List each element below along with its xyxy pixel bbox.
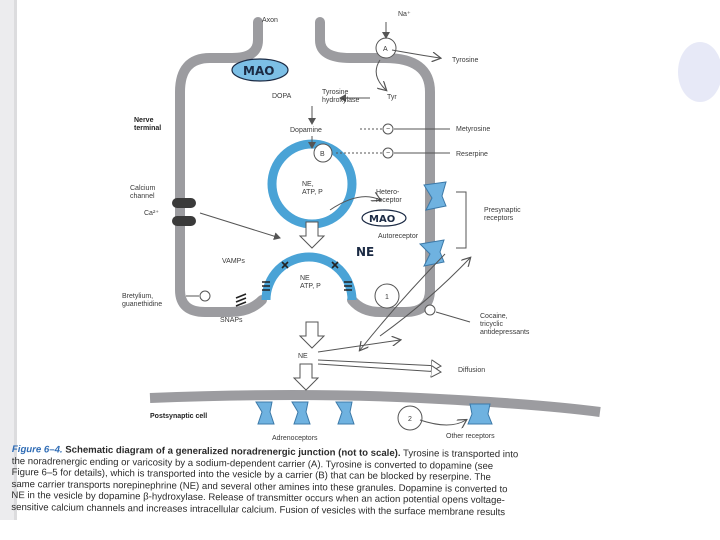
label-ne-atp-p-lower-line: NE: [300, 275, 310, 282]
label-heteroreceptor-line: receptor: [376, 197, 402, 204]
label-tyrosine-hydroxylase-line: hydroxylase: [322, 97, 359, 104]
vamp-snap-marks: [235, 261, 352, 307]
label-reserpine: Reserpine: [456, 151, 488, 158]
label-heteroreceptor: Hetero-receptor: [376, 189, 402, 204]
figure-caption: Figure 6–4. Schematic diagram of a gener…: [11, 444, 680, 525]
label-vamps: VAMPs: [222, 258, 245, 265]
page-left-strip: [0, 0, 14, 520]
label-mao-mid: MAO: [369, 214, 395, 225]
adrenoceptor-group: [255, 401, 355, 425]
label-tyrosine-hydroxylase-line: Tyrosine: [322, 89, 349, 96]
label-dopa: DOPA: [272, 93, 292, 100]
label-ne-atp-p-upper-line: ATP, P: [302, 189, 323, 196]
nerve-terminal-membrane: [175, 17, 267, 317]
caption-figure-label: Figure 6–4.: [11, 444, 63, 456]
label-carrier-1: 1: [385, 294, 389, 301]
reserpine-inhibition-circle: [382, 147, 394, 159]
bretylium-inhibition-circle: [199, 290, 211, 302]
carrier-1-circle: [374, 283, 400, 309]
carrier-b-circle: [313, 143, 333, 163]
label-tyrosine: Tyrosine: [452, 57, 479, 64]
carrier-2-circle: [397, 405, 423, 431]
label-presynaptic-receptors-line: Presynaptic: [484, 207, 521, 214]
label-na-plus: Na⁺: [398, 11, 411, 18]
pathway-arrows: [186, 22, 470, 425]
label-carrier-a: A: [383, 46, 388, 53]
label-adrenoceptors: Adrenoceptors: [272, 435, 318, 442]
label-tyr: Tyr: [387, 94, 397, 101]
label-ne-cleft: NE: [298, 353, 308, 360]
autoreceptor-shape: [418, 239, 445, 267]
label-carrier-b: B: [320, 151, 325, 158]
nerve-terminal-membrane-right: [315, 17, 435, 317]
label-carrier-2: 2: [408, 416, 412, 423]
mao-mid-oval: [361, 209, 407, 227]
label-dopamine: Dopamine: [290, 127, 322, 134]
label-autoreceptor: Autoreceptor: [378, 233, 419, 240]
label-bretylium-line: Bretylium,: [122, 293, 153, 300]
metyrosine-inhibition-circle: [382, 123, 394, 135]
label-presynaptic-receptors-line: receptors: [484, 215, 514, 222]
heteroreceptor-shape: [423, 181, 447, 211]
presynaptic-bracket: [456, 191, 467, 249]
label-heteroreceptor-line: Hetero-: [376, 189, 400, 196]
label-metyrosine: Metyrosine: [456, 126, 490, 133]
label-minus-reserpine: −: [386, 150, 390, 157]
label-cocaine-line: Cocaine,: [480, 313, 508, 320]
label-cocaine-line: antidepressants: [480, 329, 530, 336]
label-diffusion: Diffusion: [458, 367, 485, 374]
label-calcium-channel-line: Calcium: [130, 185, 155, 192]
label-postsynaptic-cell: Postsynaptic cell: [150, 413, 207, 420]
label-bretylium: Bretylium,guanethidine: [122, 293, 162, 308]
page-corner-circle: [678, 42, 720, 102]
label-cocaine-line: tricyclic: [480, 321, 503, 328]
page-left-shadow: [14, 0, 17, 520]
cocaine-inhibition-circle: [424, 304, 436, 316]
label-ca2-plus: Ca²⁺: [144, 210, 159, 217]
block-arrows: [292, 221, 326, 391]
calcium-channel: [172, 198, 196, 226]
caption-line-0: Tyrosine is transported into: [403, 448, 519, 461]
mao-top-oval: [231, 58, 289, 82]
label-ne-atp-p-upper-line: NE,: [302, 181, 314, 188]
other-receptor-shape: [467, 403, 493, 425]
label-minus-metyrosine: −: [386, 126, 390, 133]
label-ne-handwritten: NE: [356, 245, 374, 259]
label-ne-atp-p-upper: NE,ATP, P: [302, 181, 323, 196]
label-axon: Axon: [262, 17, 278, 24]
postsynaptic-membrane: [149, 390, 601, 417]
label-mao-top: MAO: [243, 64, 274, 78]
label-nerve-terminal-line: terminal: [134, 125, 161, 132]
label-calcium-channel-line: channel: [130, 193, 155, 200]
label-other-receptors: Other receptors: [446, 433, 495, 440]
label-ne-atp-p-lower-line: ATP, P: [300, 283, 321, 290]
label-nerve-terminal-line: Nerve: [134, 117, 154, 124]
label-bretylium-line: guanethidine: [122, 301, 162, 308]
label-snaps: SNAPs: [220, 317, 243, 324]
